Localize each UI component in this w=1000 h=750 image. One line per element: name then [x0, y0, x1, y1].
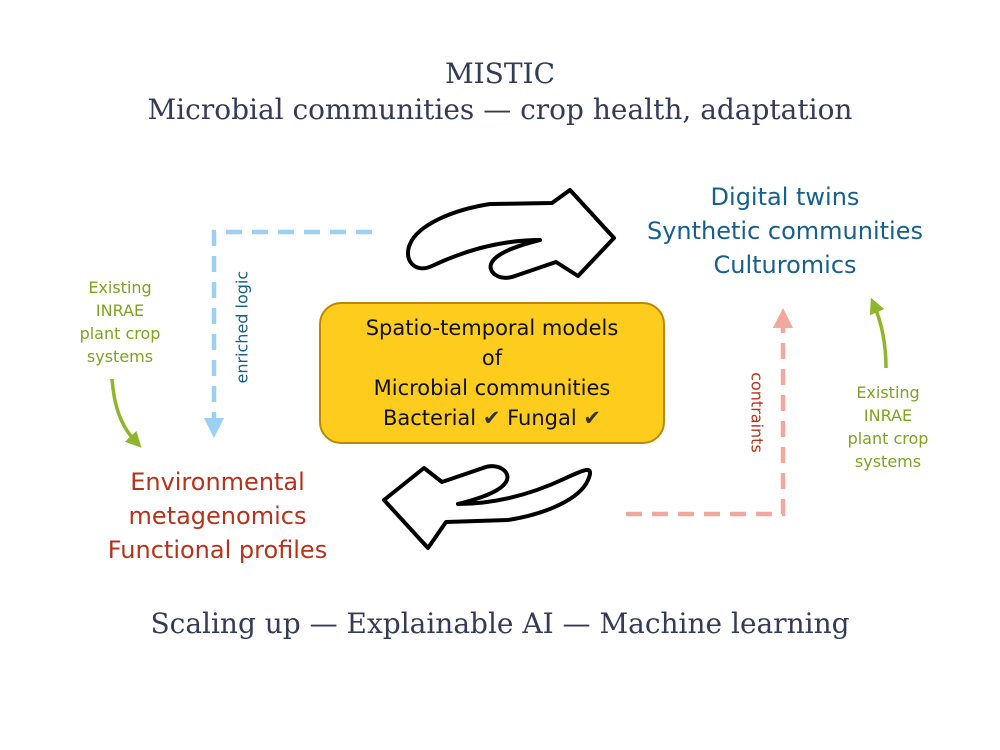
twins-communities-text: Digital twins Synthetic communities Cult… [630, 180, 940, 282]
right-note-line-4: systems [854, 452, 922, 471]
bottom-hand-icon [382, 464, 592, 550]
footer-text: Scaling up — Explainable AI — Machine le… [150, 607, 850, 640]
enriched-logic-arrow [203, 229, 372, 439]
bacterial-check-icon: ✔ [482, 406, 501, 430]
right-green-arrow [869, 297, 888, 369]
culturomics-label: Culturomics [713, 251, 857, 279]
right-note-line-3: plant crop [847, 429, 929, 448]
enriched-logic-label: enriched logic [232, 270, 252, 384]
left-green-arrow [110, 378, 142, 448]
left-inrae-note: Existing INRAE plant crop systems [50, 276, 190, 368]
top-hand-icon [406, 188, 616, 280]
constraints-label: contraints [747, 372, 767, 453]
left-note-line-4: systems [86, 347, 154, 366]
metagenomics-text: Environmental metagenomics Functional pr… [70, 465, 365, 567]
functional-profiles-label: Functional profiles [107, 536, 328, 564]
left-note-line-2: INRAE [95, 301, 145, 320]
constraints-arrow [626, 307, 794, 517]
title-subtitle: Microbial communities — crop health, ada… [147, 93, 853, 126]
center-line-2: of [481, 346, 503, 370]
center-model-box: Spatio-temporal models of Microbial comm… [319, 302, 665, 444]
center-line-3: Microbial communities [373, 376, 611, 400]
fungal-check-icon: ✔ [583, 406, 602, 430]
metagenomics-label: metagenomics [128, 502, 307, 530]
center-line-1: Spatio-temporal models [365, 316, 619, 340]
synthetic-communities-label: Synthetic communities [646, 217, 923, 245]
bacterial-label: Bacterial [382, 406, 477, 430]
right-note-line-1: Existing [856, 383, 920, 402]
digital-twins-label: Digital twins [710, 183, 860, 211]
title-main: MISTIC [444, 57, 556, 90]
left-note-line-1: Existing [88, 278, 152, 297]
fungal-label: Fungal [507, 406, 577, 430]
right-inrae-note: Existing INRAE plant crop systems [818, 381, 958, 473]
right-note-line-2: INRAE [863, 406, 913, 425]
center-line-4: Bacterial ✔ Fungal ✔ [383, 403, 601, 433]
environmental-label: Environmental [130, 468, 305, 496]
left-note-line-3: plant crop [79, 324, 161, 343]
diagram-title: MISTIC Microbial communities — crop heal… [0, 56, 1000, 128]
